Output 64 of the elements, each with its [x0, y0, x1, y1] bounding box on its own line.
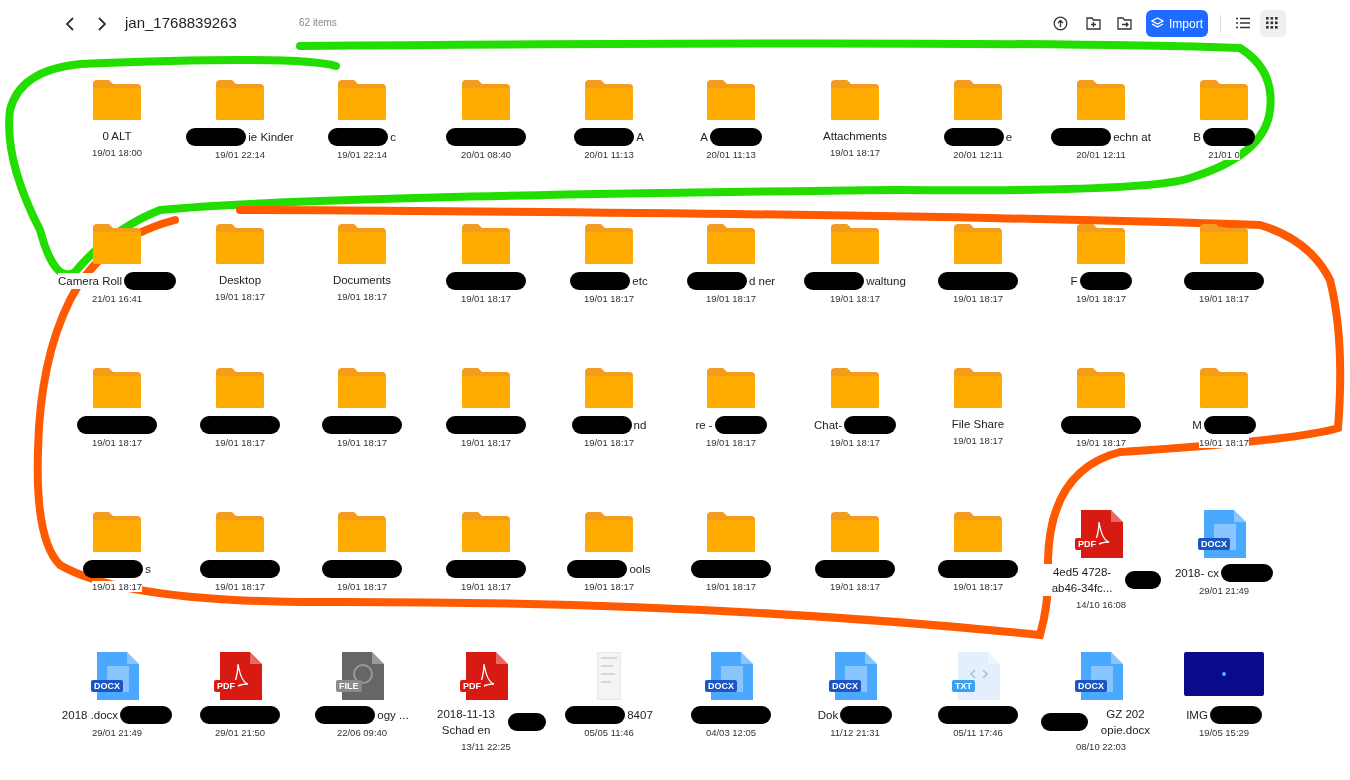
modified-date: 19/01 18:17 [952, 435, 1004, 446]
file-type-badge: DOCX [705, 680, 737, 692]
modified-date: 19/01 18:17 [1075, 437, 1127, 448]
modified-date: 19/01 18:17 [583, 437, 635, 448]
modified-date: 05/05 11:46 [584, 727, 634, 738]
modified-date: 19/01 18:17 [1198, 293, 1250, 304]
file-type-badge: DOCX [1198, 538, 1230, 550]
modified-date: 20/01 11:13 [706, 149, 756, 160]
modified-date: 19/01 18:17 [336, 291, 388, 302]
modified-date: 19/01 18:17 [1075, 293, 1127, 304]
modified-date: 19/01 18:17 [952, 293, 1004, 304]
modified-date: 19/01 18:17 [705, 293, 757, 304]
modified-date: 20/01 08:40 [460, 149, 512, 160]
folder-title: jan_1768839263 [125, 14, 237, 31]
modified-date: 19/01 18:17 [214, 291, 266, 302]
modified-date: 14/10 16:08 [1075, 599, 1127, 610]
modified-date: 20/01 12:11 [1076, 149, 1126, 160]
modified-date: 19/01 18:17 [460, 293, 512, 304]
modified-date: 19/01 18:17 [91, 437, 143, 448]
modified-date: 13/11 22:25 [461, 741, 511, 752]
modified-date: 19/01 18:17 [460, 581, 512, 592]
modified-date: 21/01 0 [1208, 149, 1240, 160]
modified-date: 19/01 18:17 [1198, 437, 1250, 448]
modified-date: 19/01 18:17 [214, 437, 266, 448]
modified-date: 19/01 18:17 [91, 581, 143, 592]
modified-date: 20/01 12:11 [953, 149, 1003, 160]
modified-date: 19/01 18:17 [336, 437, 388, 448]
modified-date: 19/01 18:17 [705, 437, 757, 448]
file-type-badge: PDF [460, 680, 484, 692]
file-type-badge: PDF [1075, 538, 1099, 550]
modified-date: 04/03 12:05 [705, 727, 757, 738]
modified-date: 19/01 22:14 [336, 149, 388, 160]
modified-date: 29/01 21:49 [1198, 585, 1250, 596]
file-type-badge: DOCX [91, 680, 123, 692]
modified-date: 29/01 21:49 [91, 727, 143, 738]
item-count: 62 items [299, 17, 337, 28]
modified-date: 19/01 18:17 [829, 147, 881, 158]
modified-date: 19/01 18:17 [705, 581, 757, 592]
file-type-badge: TXT [952, 680, 975, 692]
file-type-badge: DOCX [1075, 680, 1107, 692]
modified-date: 19/01 18:17 [460, 437, 512, 448]
modified-date: 19/01 18:17 [829, 437, 881, 448]
file-type-badge: PDF [214, 680, 238, 692]
modified-date: 19/01 18:00 [91, 147, 143, 158]
modified-date: 22/06 09:40 [336, 727, 388, 738]
modified-date: 19/01 18:17 [952, 581, 1004, 592]
modified-date: 19/01 18:17 [214, 581, 266, 592]
modified-date: 05/11 17:46 [953, 727, 1003, 738]
modified-date: 29/01 21:50 [214, 727, 266, 738]
modified-date: 21/01 16:41 [91, 293, 143, 304]
modified-date: 19/01 18:17 [336, 581, 388, 592]
modified-date: 19/05 15:29 [1198, 727, 1250, 738]
modified-date: 11/12 21:31 [830, 727, 880, 738]
modified-date: 19/01 18:17 [583, 581, 635, 592]
file-type-badge: FILE [336, 680, 362, 692]
modified-date: 19/01 22:14 [214, 149, 266, 160]
modified-date: 19/01 18:17 [583, 293, 635, 304]
modified-date: 08/10 22:03 [1075, 741, 1127, 752]
modified-date: 19/01 18:17 [829, 293, 881, 304]
file-name: Camera Roll [58, 273, 122, 289]
file-type-badge: DOCX [829, 680, 861, 692]
modified-date: 19/01 18:17 [829, 581, 881, 592]
import-button: Import [1146, 10, 1208, 37]
modified-date: 20/01 11:13 [584, 149, 634, 160]
